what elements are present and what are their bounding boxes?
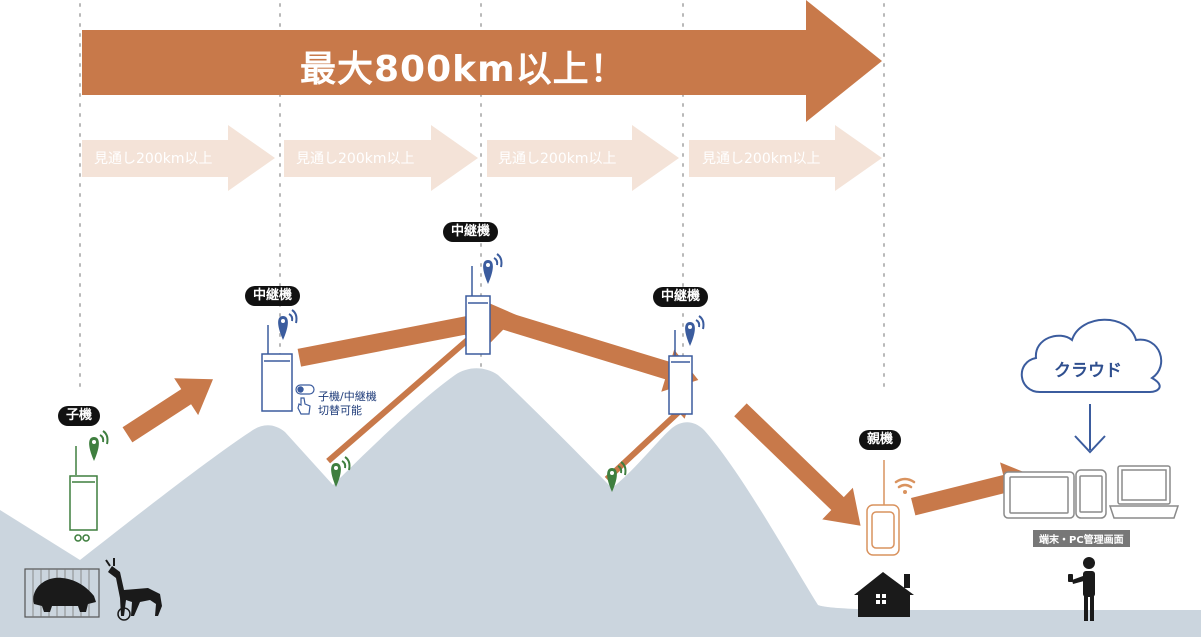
cloud-label: クラウド [1054, 361, 1122, 381]
child-label: 子機 [58, 406, 101, 426]
main-arrow [82, 0, 882, 122]
segment-arrows [82, 125, 882, 191]
segment-text: 見通し200km以上 [94, 151, 213, 167]
segment-arrow [82, 125, 275, 191]
main-arrow-text: 最大800km以上！ [300, 49, 627, 90]
thin-arrow [326, 328, 481, 464]
link-arrow [502, 312, 699, 392]
person-phone-icon [1068, 557, 1095, 621]
boar-in-trap-icon [24, 568, 100, 618]
ground [0, 610, 1201, 637]
relay-switch-note-line: 子機/中継機 [318, 390, 377, 403]
tablet-icon [1003, 471, 1075, 519]
relay-switch-note-line: 切替可能 [318, 404, 362, 417]
relay-3-label: 中継機 [653, 287, 709, 307]
relay-device-2 [465, 266, 491, 355]
relay-2-label: 中継機 [443, 222, 499, 242]
child-device [69, 446, 98, 542]
pin-wifi-icon [607, 461, 627, 492]
pin-wifi-icon [89, 430, 109, 461]
pin-wifi-icon [331, 456, 351, 487]
segment-text: 見通し200km以上 [498, 151, 617, 167]
relay-switch-note: 子機/中継機 切替可能 [318, 390, 377, 418]
deer-icon [105, 558, 162, 621]
relay-1-label: 中継機 [245, 286, 301, 306]
toggle-switch-icon [295, 384, 315, 395]
segment-text: 見通し200km以上 [296, 151, 415, 167]
segment-arrow [487, 125, 679, 191]
parent-device [866, 460, 900, 556]
down-arrow [1074, 404, 1106, 454]
terminal-label: 端末・PC管理画面 [1033, 530, 1130, 547]
cloud-icon [1020, 318, 1163, 393]
phone-icon [1075, 469, 1107, 519]
thin-arrows [326, 328, 691, 482]
parent-label: 親機 [859, 430, 902, 450]
link-arrow [297, 299, 518, 367]
pin-wifi-icon [483, 253, 503, 284]
link-arrow [734, 403, 861, 526]
laptop-icon [1108, 465, 1180, 519]
segment-arrow [689, 125, 882, 191]
segment-text: 見通し200km以上 [702, 151, 821, 167]
segment-arrow [284, 125, 478, 191]
wifi-icon [894, 477, 916, 494]
link-arrow [122, 378, 213, 443]
mountains [0, 368, 1201, 637]
thin-arrow [604, 401, 691, 482]
hand-pointer-icon [297, 397, 311, 415]
pin-wifi-icon [685, 315, 705, 346]
pin-wifi-icon [278, 309, 298, 340]
house-icon [854, 572, 914, 617]
relay-device-3 [668, 330, 693, 415]
relay-device-1 [261, 325, 293, 412]
